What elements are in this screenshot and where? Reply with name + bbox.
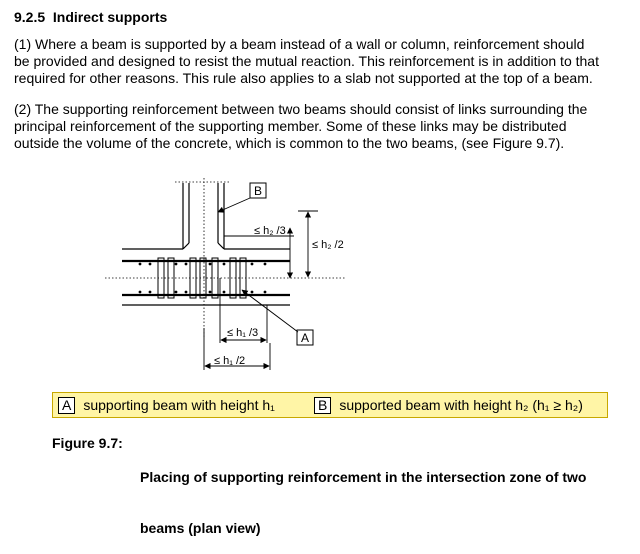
legend-text-b: supported beam with height h₂ (h₁ ≥ h₂) bbox=[339, 397, 583, 413]
dim-h2-third bbox=[224, 227, 294, 279]
figure-caption-label: Figure 9.7: bbox=[52, 435, 123, 451]
label-b: B bbox=[254, 184, 262, 198]
label-h2-third: ≤ h₂ /3 bbox=[254, 225, 286, 237]
paragraph-line: required for other reasons. This rule al… bbox=[14, 70, 593, 86]
paragraph-line: principal reinforcement of the supportin… bbox=[14, 118, 567, 134]
label-a: A bbox=[301, 331, 309, 345]
paragraph-line: (2) The supporting reinforcement between… bbox=[14, 101, 588, 117]
beam-intersection-figure: B A ≤ h₂ /3 ≤ h₂ /2 ≤ h₁ /3 ≤ h₁ /2 bbox=[105, 178, 345, 370]
section-heading: 9.2.5 Indirect supports bbox=[14, 9, 168, 25]
paragraph-2: (2) The supporting reinforcement between… bbox=[14, 101, 626, 152]
caption-line: beams (plan view) bbox=[140, 520, 261, 536]
paragraph-line: (1) Where a beam is supported by a beam … bbox=[14, 36, 585, 52]
legend-text-a: supporting beam with height h₁ bbox=[83, 397, 275, 413]
center-lines bbox=[105, 178, 345, 338]
legend-key-b: B bbox=[314, 397, 332, 414]
label-b-arrow bbox=[217, 197, 251, 213]
supporting-links bbox=[157, 257, 247, 299]
paragraph-line: be provided and designed to resist the m… bbox=[14, 53, 599, 69]
rebar-dots bbox=[138, 262, 267, 294]
dim-h1-third bbox=[219, 278, 268, 344]
legend-key-a: A bbox=[58, 397, 76, 414]
label-h2-half: ≤ h₂ /2 bbox=[312, 239, 344, 251]
supported-beam-b bbox=[182, 183, 225, 250]
dim-h2-half bbox=[298, 210, 318, 278]
paragraph-1: (1) Where a beam is supported by a beam … bbox=[14, 36, 626, 87]
paragraph-line: outside the volume of the concrete, whic… bbox=[14, 135, 565, 151]
figure-caption-text: Placing of supporting reinforcement in t… bbox=[140, 435, 586, 554]
label-b-box bbox=[249, 182, 267, 199]
dim-h1-half bbox=[203, 328, 271, 370]
label-a-box bbox=[296, 329, 314, 346]
caption-line: Placing of supporting reinforcement in t… bbox=[140, 469, 587, 485]
label-a-arrow bbox=[241, 289, 299, 333]
label-h1-half: ≤ h₁ /2 bbox=[214, 355, 245, 367]
label-h1-third: ≤ h₁ /3 bbox=[227, 327, 258, 339]
